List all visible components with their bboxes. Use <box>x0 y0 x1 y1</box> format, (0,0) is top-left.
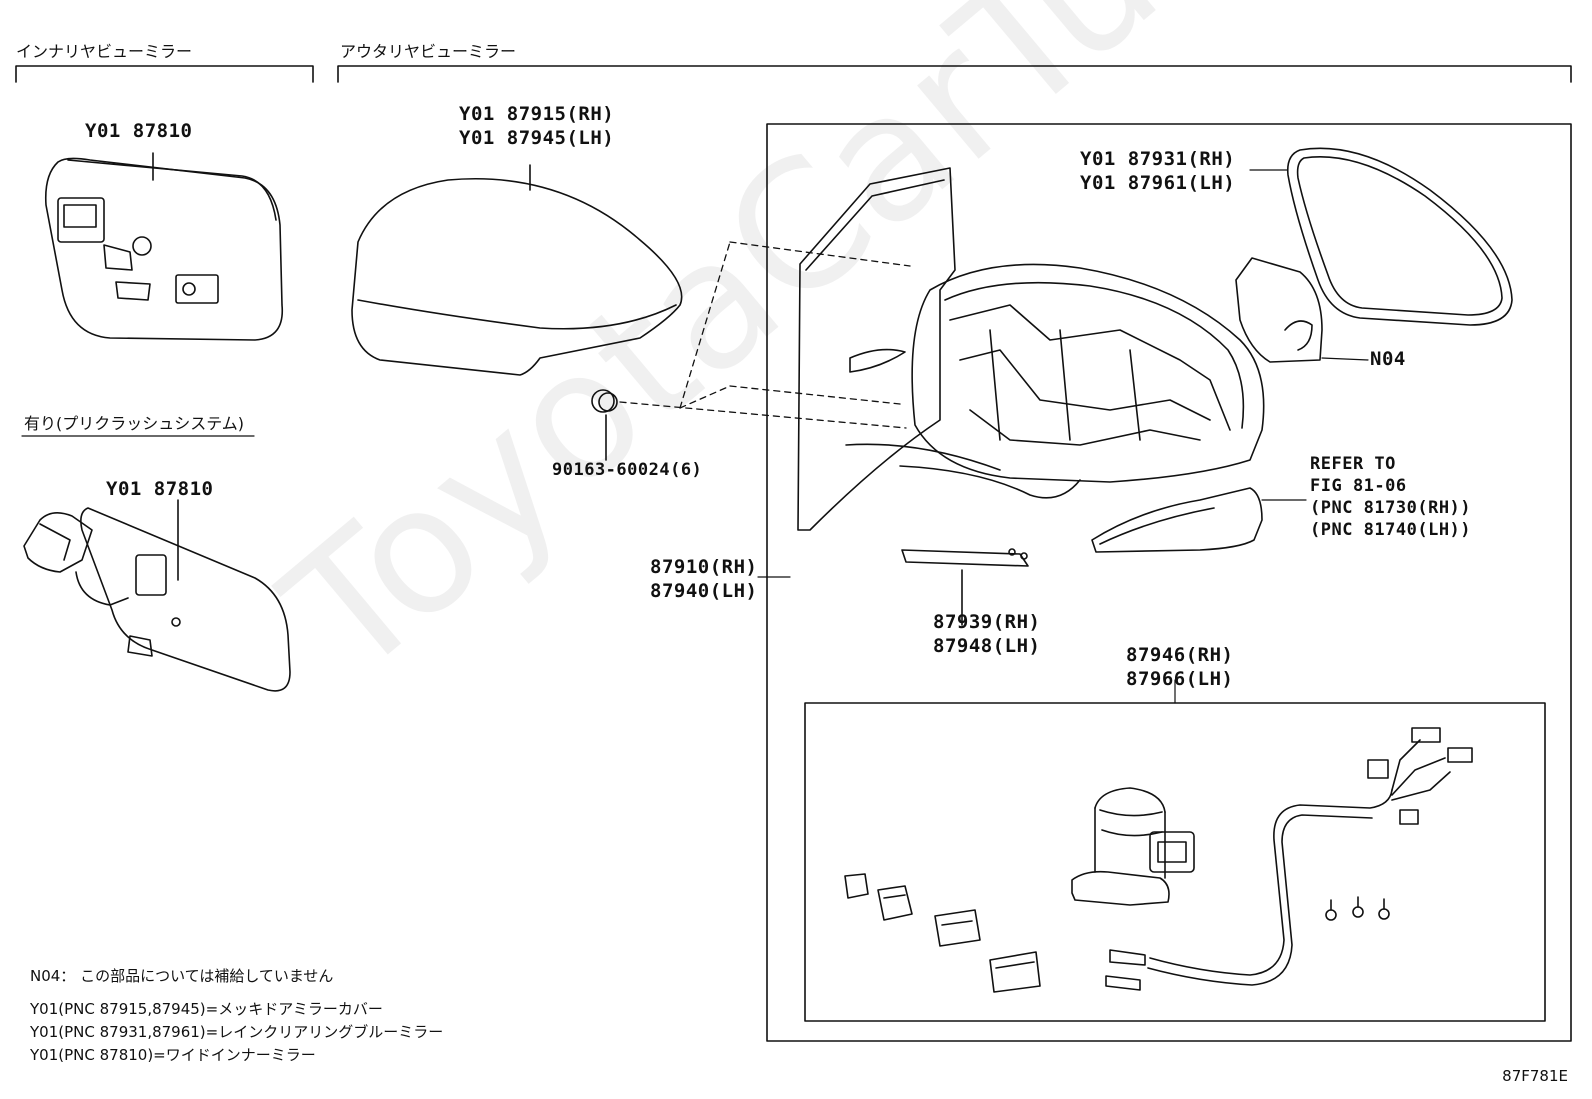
door-panel-drawing <box>797 167 956 531</box>
inner-mirror-bottom-drawing <box>23 499 291 692</box>
turn-lamp-drawing <box>1091 487 1307 553</box>
callout-refer-line4: (PNC 81740(LH)) <box>1310 520 1472 540</box>
callout-assy-lh: 87940(LH) <box>650 580 758 602</box>
mirror-cover-drawing <box>351 164 683 376</box>
callout-motor-lh: 87966(LH) <box>1126 668 1234 690</box>
callout-refer-line3: (PNC 81730(RH)) <box>1310 498 1472 518</box>
mirror-holder-drawing <box>1235 257 1369 363</box>
harness-drawing <box>1105 727 1473 991</box>
section-bracket-inner <box>15 65 314 83</box>
note-cover: Y01(PNC 87915,87945)=メッキドアミラーカバー <box>30 1000 383 1018</box>
note-glass: Y01(PNC 87931,87961)=レインクリアリングブルーミラー <box>30 1023 444 1041</box>
callout-cover-rh: Y01 87915(RH) <box>459 103 615 125</box>
note-inner-mirror: Y01(PNC 87810)=ワイドインナーミラー <box>30 1046 316 1064</box>
callout-cover-lh: Y01 87945(LH) <box>459 127 615 149</box>
callout-glass-rh: Y01 87931(RH) <box>1080 148 1236 170</box>
callout-holder-n04: N04 <box>1370 348 1406 370</box>
small-parts-drawing <box>844 873 1041 993</box>
screws-drawing <box>1325 896 1390 921</box>
callout-lamp-rh: 87939(RH) <box>933 611 1041 633</box>
inner-mirror-section-title: インナリヤビューミラー <box>16 42 193 61</box>
clip-drawing <box>591 389 618 461</box>
mirror-glass-drawing <box>1249 147 1513 326</box>
inner-mirror-top-drawing <box>44 152 284 341</box>
callout-assy-rh: 87910(RH) <box>650 556 758 578</box>
section-bracket-outer <box>337 65 1572 83</box>
callout-clip: 90163-60024(6) <box>552 460 703 480</box>
foot-lamp-drawing <box>901 548 1029 626</box>
callout-refer-line1: REFER TO <box>1310 454 1396 474</box>
figure-code: 87F781E <box>1502 1067 1568 1085</box>
callout-refer-line2: FIG 81-06 <box>1310 476 1407 496</box>
assembly-leaders <box>619 241 911 429</box>
outer-mirror-assembly-frame <box>766 123 1572 1042</box>
pre-crash-variant-title: 有り(プリクラッシュシステム) <box>24 414 245 433</box>
outer-mirror-section-title: アウタリヤビューミラー <box>340 42 517 61</box>
callout-motor-rh: 87946(RH) <box>1126 644 1234 666</box>
mirror-housing-drawing <box>845 263 1265 499</box>
note-n04: N04： この部品については補給していません <box>30 967 334 985</box>
motor-drawing <box>1071 787 1195 906</box>
callout-glass-lh: Y01 87961(LH) <box>1080 172 1236 194</box>
callout-inner-mirror-top: Y01 87810 <box>85 120 193 142</box>
callout-inner-mirror-bottom: Y01 87810 <box>106 478 214 500</box>
callout-lamp-lh: 87948(LH) <box>933 635 1041 657</box>
